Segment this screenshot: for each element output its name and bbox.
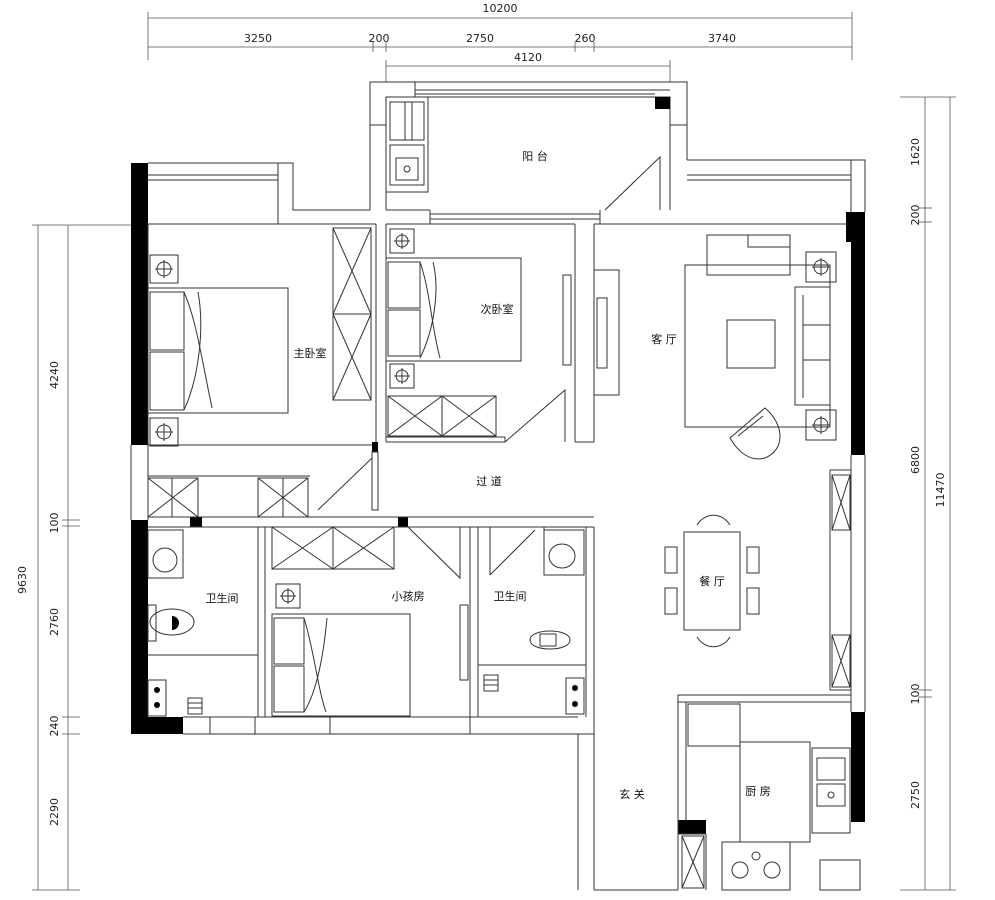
dim-top-total: 10200 bbox=[483, 2, 518, 15]
room-label-corridor: 过 道 bbox=[476, 474, 502, 488]
dim-right-seg-5: 2750 bbox=[909, 781, 922, 809]
room-label-dining-room: 餐 厅 bbox=[699, 574, 725, 588]
kids-room-furniture bbox=[271, 526, 469, 717]
dim-right-seg-4: 100 bbox=[909, 684, 922, 705]
room-label-balcony: 阳 台 bbox=[522, 149, 548, 163]
master-bedroom-furniture bbox=[147, 227, 372, 518]
room-label-kids-room: 小孩房 bbox=[392, 590, 425, 603]
room-label-bathroom-right: 卫生间 bbox=[494, 589, 527, 603]
doors bbox=[317, 155, 661, 580]
kitchen-fixtures bbox=[681, 703, 861, 891]
dining-furniture bbox=[664, 474, 851, 688]
room-label-entrance: 玄 关 bbox=[619, 787, 645, 801]
wall-outlines bbox=[130, 81, 866, 891]
solid-walls bbox=[131, 163, 865, 834]
right-dimensions: 1620 200 6800 100 2750 11470 bbox=[900, 96, 956, 891]
dim-left-seg-2: 100 bbox=[48, 513, 61, 534]
dim-right-seg-1: 1620 bbox=[909, 138, 922, 166]
dim-left-seg-3: 2760 bbox=[48, 608, 61, 636]
living-room-furniture bbox=[596, 234, 837, 460]
interior-walls bbox=[148, 223, 851, 890]
dim-left-seg-1: 4240 bbox=[48, 361, 61, 389]
left-bathroom-fixtures bbox=[147, 529, 203, 717]
dim-top-seg-2: 200 bbox=[369, 32, 390, 45]
dim-top-seg-4: 260 bbox=[575, 32, 596, 45]
dim-top-seg-1: 3250 bbox=[244, 32, 272, 45]
top-dimensions: 10200 3250 200 2750 260 3740 4120 bbox=[147, 2, 853, 82]
room-label-kitchen: 厨 房 bbox=[745, 785, 771, 798]
room-label-living-room: 客 厅 bbox=[651, 332, 677, 346]
second-bedroom-furniture bbox=[385, 228, 572, 437]
dim-right-seg-3: 6800 bbox=[909, 446, 922, 474]
dim-left-seg-5: 2290 bbox=[48, 798, 61, 826]
dim-top-seg-3: 2750 bbox=[466, 32, 494, 45]
room-labels: 阳 台 主卧室 次卧室 客 厅 过 道 卫生间 小孩房 卫生间 餐 厅 玄 关 … bbox=[206, 149, 771, 801]
dim-right-total: 11470 bbox=[934, 473, 947, 508]
dim-right-seg-2: 200 bbox=[909, 205, 922, 226]
balcony-fixtures bbox=[385, 96, 429, 193]
dim-left-seg-4: 240 bbox=[48, 716, 61, 737]
dim-top-seg-5: 3740 bbox=[708, 32, 736, 45]
room-label-master-bedroom: 主卧室 bbox=[294, 346, 327, 360]
dim-left-total: 9630 bbox=[16, 566, 29, 594]
room-label-second-bedroom: 次卧室 bbox=[481, 302, 514, 316]
dim-top-inner: 4120 bbox=[514, 51, 542, 64]
room-label-bathroom-left: 卫生间 bbox=[206, 591, 239, 605]
left-dimensions: 9630 4240 100 2760 240 2290 bbox=[16, 224, 140, 891]
right-bathroom-fixtures bbox=[483, 529, 585, 715]
